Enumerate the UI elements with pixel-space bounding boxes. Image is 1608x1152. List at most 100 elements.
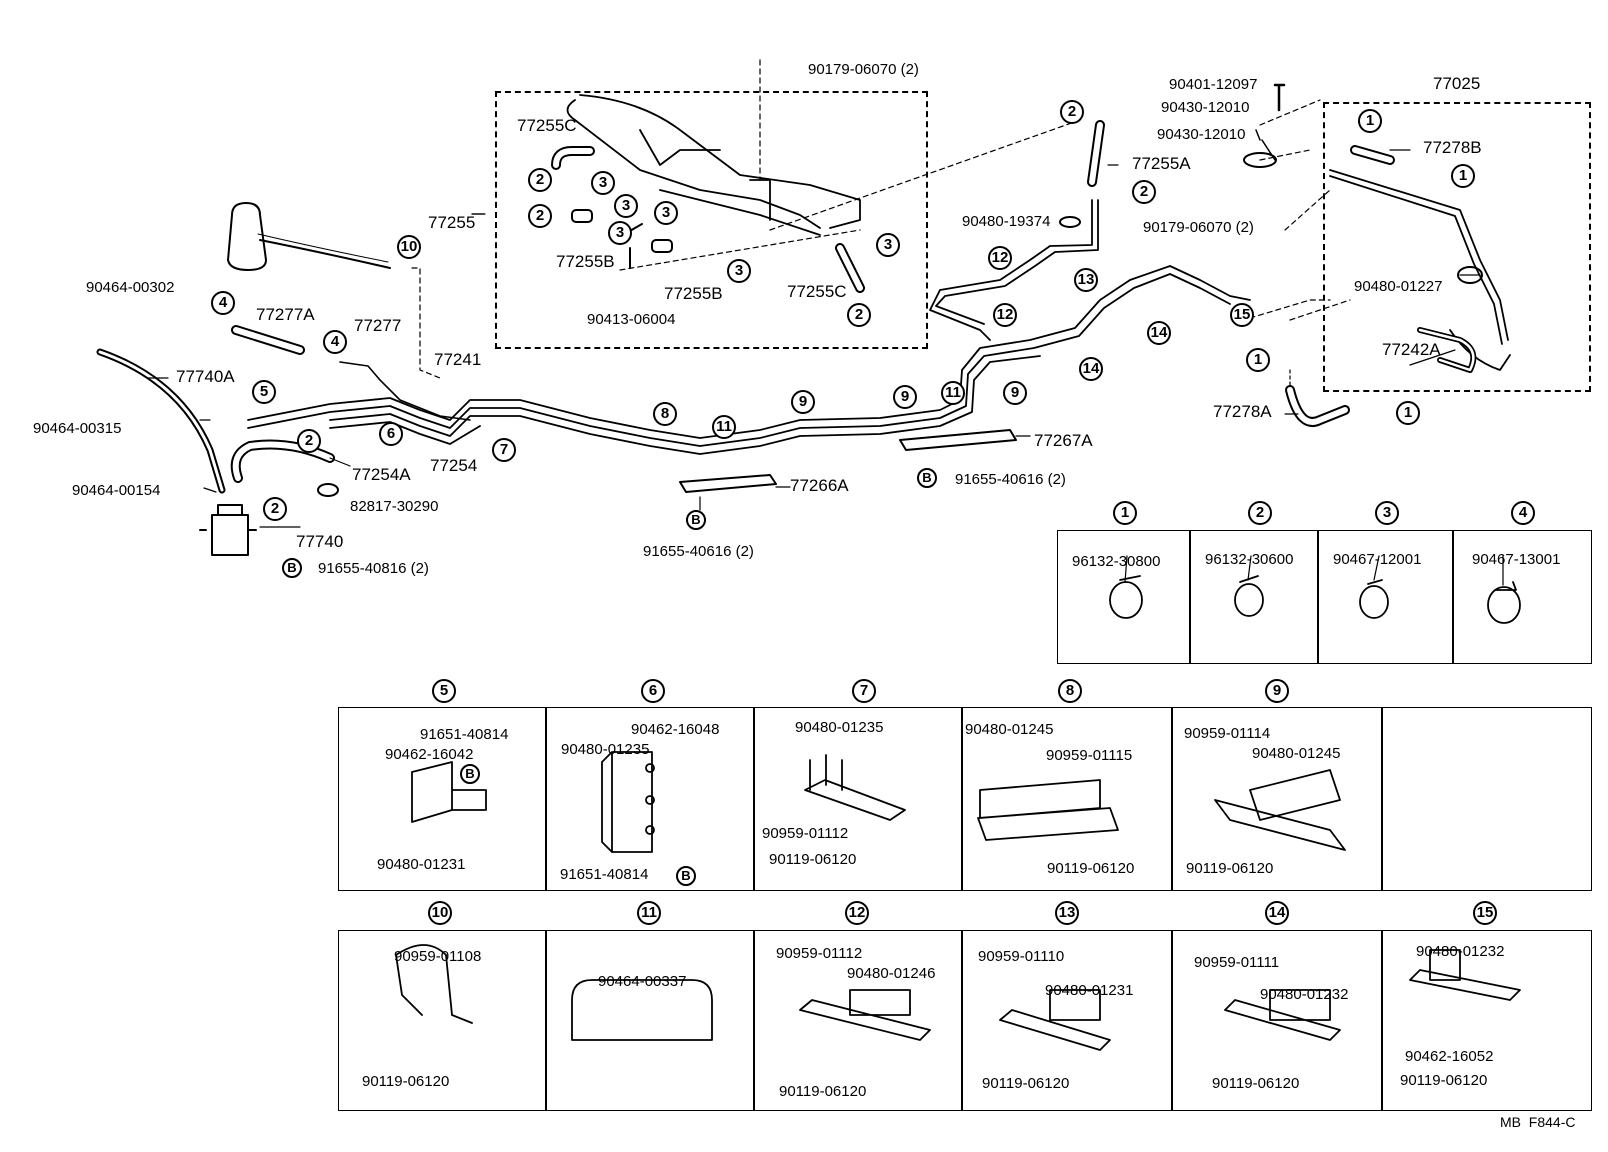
legend-number-9: 9 [1265,679,1289,703]
b-mark: B [917,468,937,488]
callout-3: 3 [654,201,678,225]
legend-number-10: 10 [428,901,452,925]
callout-12: 12 [988,246,1012,270]
legend-part-number: 90480-01245 [1252,745,1341,762]
legend-part-number: 91651-40814 [560,866,649,883]
callout-12: 12 [993,303,1017,327]
legend-number-4: 4 [1511,501,1535,525]
callout-14: 14 [1079,357,1103,381]
part-label: 82817-30290 [350,498,439,515]
part-label: 91655-40616 (2) [955,471,1066,488]
legend-part-number: 90480-01232 [1260,986,1349,1003]
legend-part-number: 90959-01115 [1046,747,1133,764]
b-mark: B [686,510,706,530]
part-label: 77267A [1034,431,1093,450]
legend-part-number: 90462-16048 [631,721,720,738]
part-label: 77740A [176,367,235,386]
callout-3: 3 [614,194,638,218]
legend-box-9 [1172,707,1382,891]
reservoir-tank [227,202,267,271]
legend-part-number: 90959-01114 [1184,725,1271,742]
legend-number-2: 2 [1248,501,1272,525]
legend-number-14: 14 [1265,901,1289,925]
legend-box-empty [1382,707,1592,891]
legend-number-8: 8 [1058,679,1082,703]
part-label: 77277A [256,305,315,324]
callout-2: 2 [847,303,871,327]
b-mark: B [282,558,302,578]
reservoir-hose [259,239,391,269]
legend-box-4 [1453,530,1592,664]
callout-15: 15 [1230,303,1254,327]
legend-box-3 [1318,530,1453,664]
legend-box-7 [754,707,962,891]
legend-part-number: 90119-06120 [1047,860,1135,877]
callout-2: 2 [263,497,287,521]
part-label: 77278A [1213,402,1272,421]
legend-part-number: 90119-06120 [769,851,857,868]
callout-7: 7 [492,438,516,462]
callout-11: 11 [941,381,965,405]
legend-number-6: 6 [641,679,665,703]
legend-part-number: 90467-12001 [1333,551,1422,568]
legend-box-15 [1382,930,1592,1111]
part-label: 77025 [1433,74,1481,93]
part-label: 90401-12097 [1169,76,1258,93]
callout-4: 4 [211,291,235,315]
part-label: 77254A [352,465,411,484]
callout-4: 4 [323,330,347,354]
part-label: 90430-12010 [1161,99,1250,116]
part-label: 90464-00315 [33,420,122,437]
callout-1: 1 [1396,401,1420,425]
callout-5: 5 [252,380,276,404]
callout-9: 9 [791,390,815,414]
legend-box-12 [754,930,962,1111]
part-label: 77242A [1382,340,1441,359]
part-label: 77254 [430,456,478,475]
callout-6: 6 [379,422,403,446]
filter-77740 [199,504,257,556]
legend-part-number: 90480-01245 [965,721,1054,738]
legend-number-15: 15 [1473,901,1497,925]
part-label: 77255 [428,213,476,232]
legend-box-5 [338,707,546,891]
callout-2: 2 [1132,180,1156,204]
legend-box-14 [1172,930,1382,1111]
legend-number-7: 7 [852,679,876,703]
legend-part-number: 91651-40814 [420,726,509,743]
legend-box-11 [546,930,754,1111]
legend-part-number: 90462-16042 [385,746,474,763]
diagram-reference-code: MB F844-C [1500,1114,1576,1130]
part-label: 90179-06070 (2) [1143,219,1254,236]
part-label: 90480-01227 [1354,278,1443,295]
callout-9: 9 [893,385,917,409]
part-label: 77255B [556,252,615,271]
legend-part-number: 90959-01108 [394,948,482,965]
legend-part-number: 90959-01110 [978,948,1065,965]
legend-number-1: 1 [1113,501,1137,525]
part-label: 77255C [787,282,847,301]
legend-part-number: 96132-30600 [1205,551,1294,568]
callout-3: 3 [876,233,900,257]
legend-box-6 [546,707,754,891]
callout-2: 2 [528,204,552,228]
part-label: 77241 [434,350,482,369]
part-label: 90413-06004 [587,311,676,328]
callout-8: 8 [653,402,677,426]
legend-part-number: 90119-06120 [1400,1072,1488,1089]
assembly-77255-box [495,91,928,349]
legend-box-1 [1057,530,1190,664]
legend-box-2 [1190,530,1318,664]
legend-part-number: 90959-01111 [1194,954,1280,971]
part-label: 90480-19374 [962,213,1051,230]
callout-2: 2 [297,429,321,453]
legend-part-number: 90480-01246 [847,965,936,982]
legend-part-number: 90464-00337 [598,973,687,990]
legend-number-13: 13 [1055,901,1079,925]
legend-part-number: 96132-30800 [1072,553,1161,570]
legend-part-number: 90462-16052 [1405,1048,1494,1065]
b-mark: B [676,866,696,886]
callout-1: 1 [1451,164,1475,188]
part-label: 77255C [517,116,577,135]
